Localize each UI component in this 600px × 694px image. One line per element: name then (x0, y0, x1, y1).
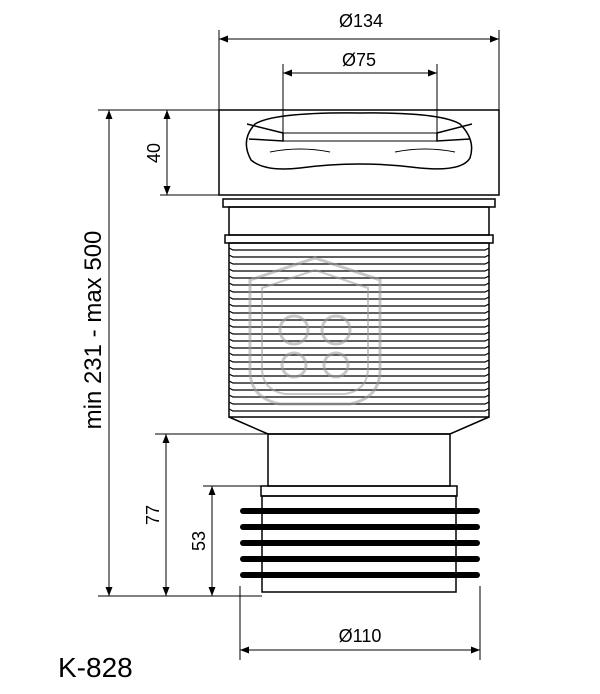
corrugation-ridge (228, 317, 490, 321)
corrugation-ridge (228, 352, 490, 356)
corrugation-ridge (228, 394, 490, 398)
corrugation-ridge (228, 296, 490, 300)
corrugation-ridge (228, 387, 490, 391)
corrugation-ridge (228, 303, 490, 307)
dim-collar-height-label: 40 (144, 143, 164, 163)
corrugation-ridge (228, 261, 490, 265)
corrugation-ridge (228, 401, 490, 405)
corrugation-ridge (228, 268, 490, 272)
dim-total-length-label: min 231 - max 500 (80, 231, 107, 430)
watermark-logo (248, 256, 382, 406)
corrugation-ridge (228, 275, 490, 279)
dim-ribbed-length-label: 53 (189, 531, 209, 551)
seal-rib (240, 508, 480, 514)
dim-inner-diameter-label: Ø75 (342, 50, 376, 70)
corrugation-ridge (228, 380, 490, 384)
dim-collar-height: 40 (144, 109, 219, 196)
dim-ribbed-length: 53 (189, 485, 261, 596)
corrugation-ridge (228, 289, 490, 293)
ribbed-seal (240, 495, 480, 593)
corrugation-ridge (228, 359, 490, 363)
corrugation-ridge (228, 324, 490, 328)
dim-top-diameter-label: Ø134 (339, 11, 383, 31)
corrugation-ridge (228, 373, 490, 377)
corrugation-ridge (228, 310, 490, 314)
neck-rings (222, 198, 496, 244)
corrugation-ridge (228, 331, 490, 335)
seal-rib (240, 540, 480, 546)
seal-rib (240, 524, 480, 530)
top-collar (218, 109, 500, 196)
dim-total-length: min 231 - max 500 (80, 109, 262, 597)
corrugation-ridge (228, 254, 490, 258)
dim-bottom-diameter-label: Ø110 (339, 626, 382, 646)
corrugation-ridge (228, 345, 490, 349)
dim-outlet-length: 77 (143, 433, 268, 596)
corrugation-ridge (228, 408, 490, 412)
dim-bottom-diameter: Ø110 (239, 586, 481, 660)
corrugation-ridge (228, 247, 490, 251)
corrugation-ridge (228, 366, 490, 370)
model-label: K-828 (58, 652, 133, 683)
dim-top-diameter: Ø134 (218, 11, 500, 110)
outlet-tube (260, 433, 458, 497)
seal-rib (240, 572, 480, 578)
seal-rib (240, 556, 480, 562)
corrugated-section (228, 242, 490, 435)
dim-outlet-length-label: 77 (143, 505, 163, 525)
corrugation-ridge (228, 338, 490, 342)
dim-inner-diameter: Ø75 (282, 50, 438, 133)
